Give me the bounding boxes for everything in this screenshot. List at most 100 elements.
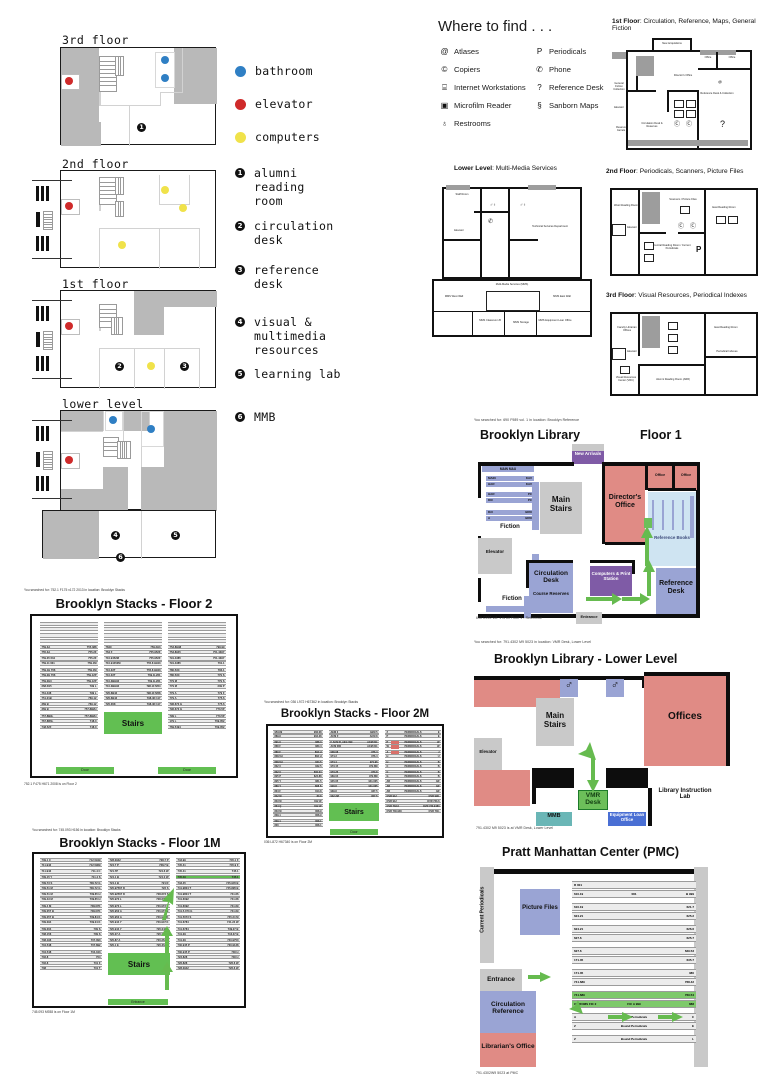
main-stairs-zone [540,482,582,534]
shelf-call-start: F ACM R, AEG 099 [330,740,353,744]
zone-label: Course Reserves [533,591,569,596]
wtf-item-atlases: @ Atlases [440,47,478,56]
elevator-marker [65,77,73,85]
periodical-marker [391,750,399,755]
floorplan-lower-annex: 4 5 [42,510,216,559]
legend-item-circulation-desk: 2 circulation desk [235,219,333,247]
shelf-call-start: 741.6784 [177,921,189,925]
shelf-call-start: 939.8 [330,790,337,794]
shelf-call-start: 945.05 [330,780,339,784]
shelf-call-end: 745.945 B [226,881,239,885]
pmc-call-start: 171.35 [574,958,584,962]
zone-label: VMR Desk [585,792,601,807]
arch-plan-title: 1st Floor: Circulation, Reference, Maps,… [612,18,768,32]
shelf-call-start: 761.438 [41,691,52,695]
shelf-row: 739.1 C 712.5949 [40,858,102,863]
computers-marker [179,204,187,212]
wtf-label: Restrooms [454,119,491,128]
shelf-call-start: 709.094 [41,921,52,925]
shelf-call-mid: PERIODICALS [404,770,422,774]
zone-label: Circulation Desk [534,570,568,585]
copyright-icon: © [441,65,448,74]
shelf-call-start: AR [386,780,391,784]
shelf-call-end: 784.1 [217,668,225,672]
wtf-label: Internet Workstations [454,83,526,92]
shelf-call-end: 822.88 [313,774,322,778]
shelf-call-end: 712.5949 [89,859,101,862]
shelf-call-start: 974.3 [330,755,337,759]
zone-label: Dill [488,510,493,514]
pmc-call-start: A [574,1015,577,1019]
shelf-call-end: 755.2F [88,657,97,661]
shelf-call-start: 973.15 [330,765,339,769]
shelf-call-start: 710.33T [105,673,116,677]
shelf-call-end: 880.4 [315,745,322,749]
pmc-call-start: 624.21 [574,927,584,931]
stairs-block: Stairs [108,953,170,976]
shelf-call-start: H [386,760,389,764]
pmc-call-mid: Bound Periodicals [620,1015,648,1019]
shelf-call-start: 710.3BH92 [105,680,120,684]
pmc-call-mid: 081 [631,892,637,896]
shelf-call-start: 832 C [274,765,282,769]
shelf-call-start: 953.89 [274,731,283,734]
shelf-call-start: 745.49 [177,875,186,879]
pmc-call-start: 171.35 [574,971,584,975]
shelf-call-start: 739.1 C [41,859,51,862]
search-caption-bottom: 690 C990 vol. 1 is on Floor 1 - Referenc… [476,616,543,620]
legend-label: bathroom [255,64,313,78]
shelf-call-end: 812 W [314,800,322,804]
wtf-label: Reference Desk [549,83,604,92]
shelf-call-end: 902.28 [313,735,322,739]
shelf-call-start: 728.0942 [109,859,121,862]
pmc-call-start: CD ROMS FIC 2 [574,1002,597,1006]
stairwell-3rd [99,56,117,92]
shelf-call-end: 808.1 [315,824,322,828]
zone-label: Office [654,473,666,477]
shelf-call-end: 808.1 [315,819,322,823]
shelf-call-end: 779 S [217,673,225,677]
shelf-call-end: 716.37 B [227,932,239,936]
shelf-call-end: ACM 811 [367,745,378,749]
pmc-call-end: 625.7 [686,936,694,940]
shelf-call-mid: PERIODICALS [404,760,422,764]
shelf-call-end: 881.5 [315,780,322,784]
stacks-title: Brooklyn Stacks - Floor 2M [280,708,430,720]
shelf-call-start: 843 M [274,800,282,804]
route-arrow [608,1012,633,1022]
shelf-call-start: 708 [41,967,46,971]
shelf-call-end: AEM 5 [369,731,378,734]
shelf-call-start: 709.43 M [41,898,53,902]
wtf-label: Copiers [454,65,481,74]
shelf-call-start: 741.9804 T [177,893,192,897]
pmc-call-end: L [692,1037,694,1041]
legend-item-alumni-reading-room: 1 alumni reading room [235,166,305,208]
shelf-call-start: 753.8H98 [169,645,182,649]
shelf-call-end: 972.8M [369,774,378,778]
shelf-call-end: 751.439Y [212,657,225,661]
shelf-call-start: 710.3BH92 [105,685,120,689]
wtf-item-microfilm-reader: ▣ Microfilm Reader [440,101,512,110]
shelf-call-end: ACM 811 [367,740,378,744]
